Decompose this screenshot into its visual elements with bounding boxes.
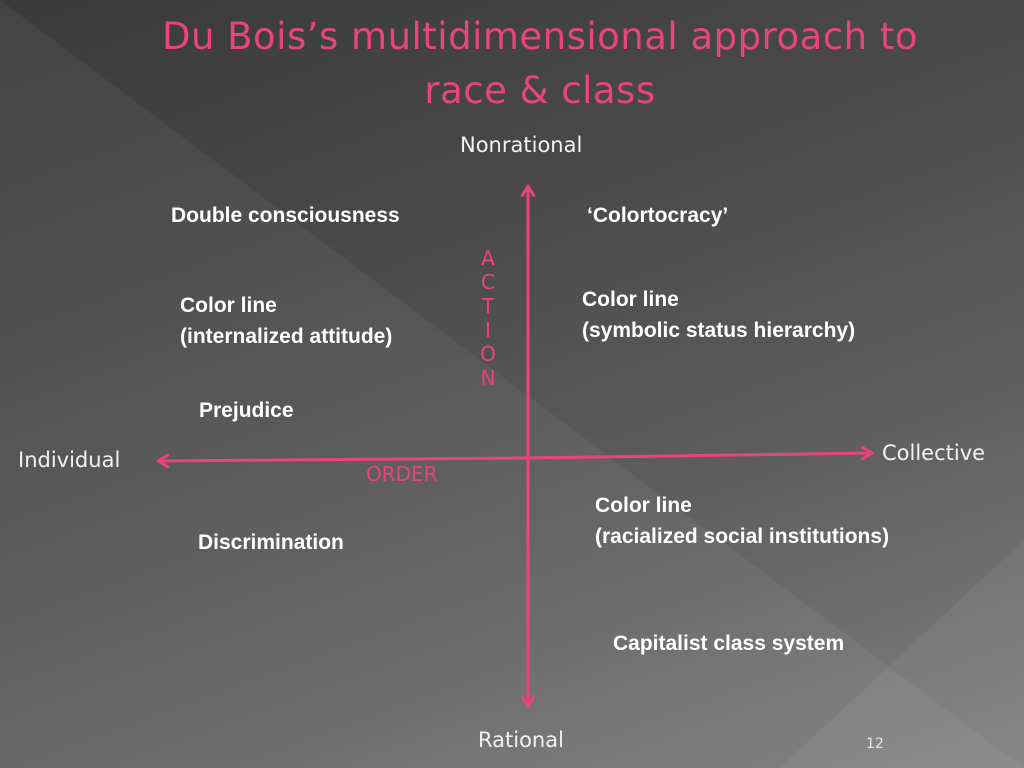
horizontal-axis-label: ORDER — [366, 462, 438, 486]
vertical-axis-letter: T — [481, 294, 495, 318]
horizontal-axis-right-arrow — [527, 453, 872, 458]
slide-title-line-2: race & class — [424, 69, 656, 112]
axis-label-bottom: Rational — [478, 728, 564, 752]
concept-double-consciousness: Double consciousness — [171, 204, 400, 227]
concept-capitalist-class-system: Capitalist class system — [613, 632, 845, 655]
vertical-axis-label: A C T I O N — [472, 246, 504, 390]
slide-title-line-1: Du Bois’s multidimensional approach to — [161, 15, 919, 58]
concept-line: Color line — [582, 288, 679, 311]
concept-colortocracy: ‘Colortocracy’ — [587, 204, 729, 227]
axis-label-right: Collective — [882, 441, 986, 465]
vertical-axis-letter: I — [485, 318, 491, 342]
vertical-axis-letter: O — [480, 342, 496, 366]
concept-prejudice: Prejudice — [199, 399, 294, 422]
concept-line: (racialized social institutions) — [595, 525, 890, 548]
concept-color-line-symbolic: Color line (symbolic status hierarchy) — [582, 284, 855, 346]
vertical-axis-letter: N — [480, 366, 496, 390]
concept-line: Color line — [180, 294, 277, 317]
page-number: 12 — [866, 736, 884, 752]
axis-label-left: Individual — [18, 448, 121, 472]
background-corner-shade — [780, 540, 1024, 768]
vertical-axis-letter: C — [481, 270, 495, 294]
horizontal-axis-left-arrow — [158, 458, 529, 461]
concept-color-line-internalized: Color line (internalized attitude) — [180, 290, 392, 352]
concept-discrimination: Discrimination — [198, 531, 344, 554]
axis-label-top: Nonrational — [460, 133, 583, 157]
concept-color-line-institutions: Color line (racialized social institutio… — [595, 490, 889, 552]
concept-line: (internalized attitude) — [180, 325, 393, 348]
slide-title: Du Bois’s multidimensional approach to r… — [40, 10, 1024, 118]
concept-line: (symbolic status hierarchy) — [582, 319, 856, 342]
concept-line: Color line — [595, 494, 692, 517]
vertical-axis-letter: A — [481, 246, 495, 270]
